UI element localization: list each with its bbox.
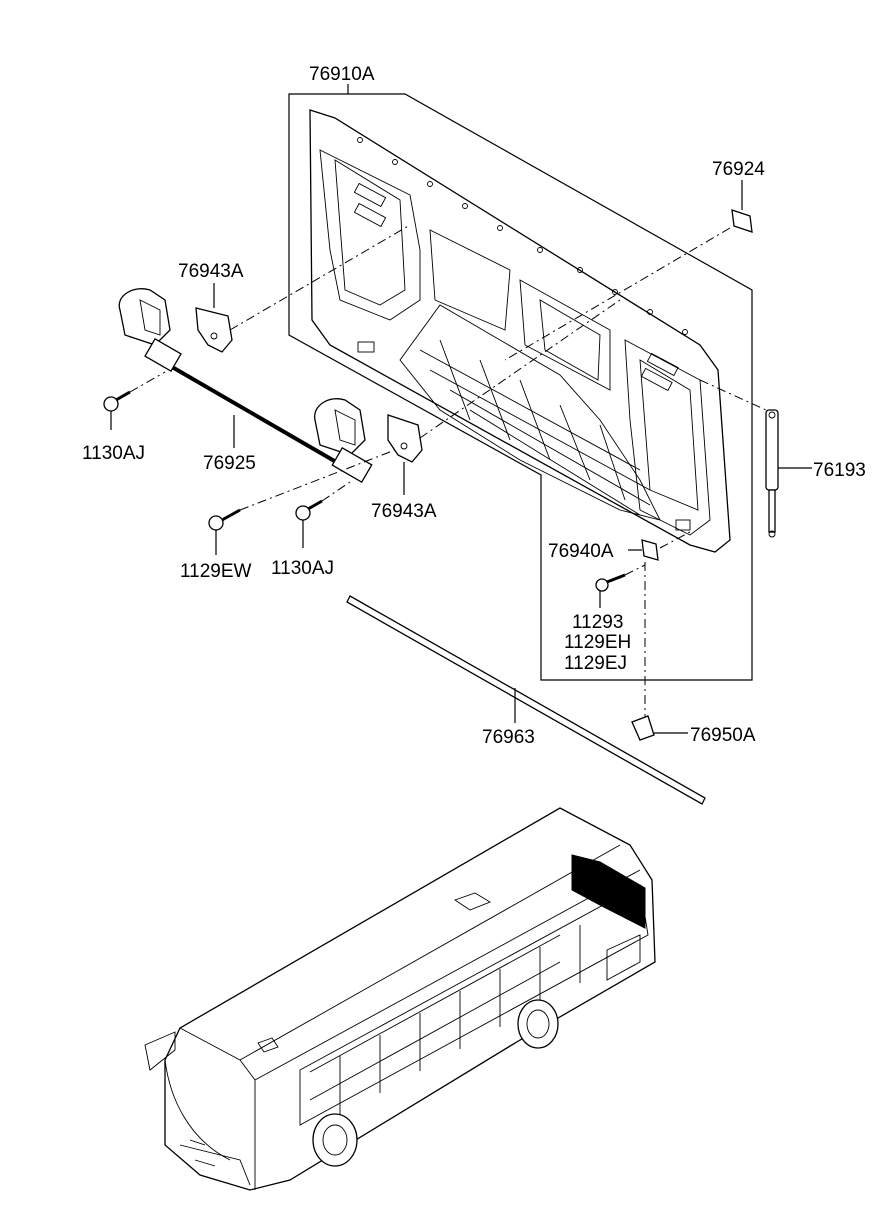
label-76910A: 76910A: [309, 64, 375, 85]
label-76943A-upper: 76943A: [178, 261, 244, 282]
bracket-76943A-lower: [387, 414, 423, 495]
gas-strut-76193: [765, 409, 812, 538]
dash-line-bolt-lower: [321, 481, 351, 502]
label-76940A: 76940A: [548, 541, 614, 562]
label-76924: 76924: [712, 159, 765, 180]
bolt-1130AJ-upper: [103, 390, 131, 430]
rod-assembly-76925: [118, 288, 373, 484]
screw-1129EW: [208, 508, 241, 555]
dash-line-1129EW: [239, 449, 396, 511]
label-76925: 76925: [203, 453, 256, 474]
label-76963: 76963: [482, 727, 535, 748]
label-11293: 11293: [572, 612, 623, 633]
bolt-1130AJ-lower: [295, 499, 323, 548]
latch-76940A: [628, 539, 659, 561]
dash-line-strut: [699, 379, 767, 411]
dash-line-bracket-upper: [229, 224, 411, 331]
label-1130AJ-lower: 1130AJ: [271, 558, 334, 579]
weatherstrip-76963: [346, 595, 706, 805]
dash-line-clip: [504, 227, 731, 361]
door-panel: [309, 109, 731, 553]
screw-11293: [595, 573, 626, 608]
dash-line-bolt-upper: [129, 371, 166, 393]
label-76950A: 76950A: [690, 725, 756, 746]
label-1129EH: 1129EH: [564, 632, 631, 653]
label-76943A-lower: 76943A: [371, 501, 437, 522]
striker-76950A: [631, 715, 688, 741]
dash-line-screw: [624, 564, 646, 576]
dash-line-latch: [659, 531, 691, 549]
label-76193: 76193: [813, 460, 866, 481]
bus-illustration: [144, 807, 656, 1191]
dash-line-bracket-lower: [419, 299, 621, 439]
bracket-76943A-upper: [195, 283, 233, 353]
label-1129EJ: 1129EJ: [564, 653, 627, 674]
assembly-frame: [288, 93, 753, 681]
label-1129EW: 1129EW: [180, 561, 252, 582]
label-1130AJ-upper: 1130AJ: [82, 443, 145, 464]
clip-76924: [731, 180, 753, 233]
